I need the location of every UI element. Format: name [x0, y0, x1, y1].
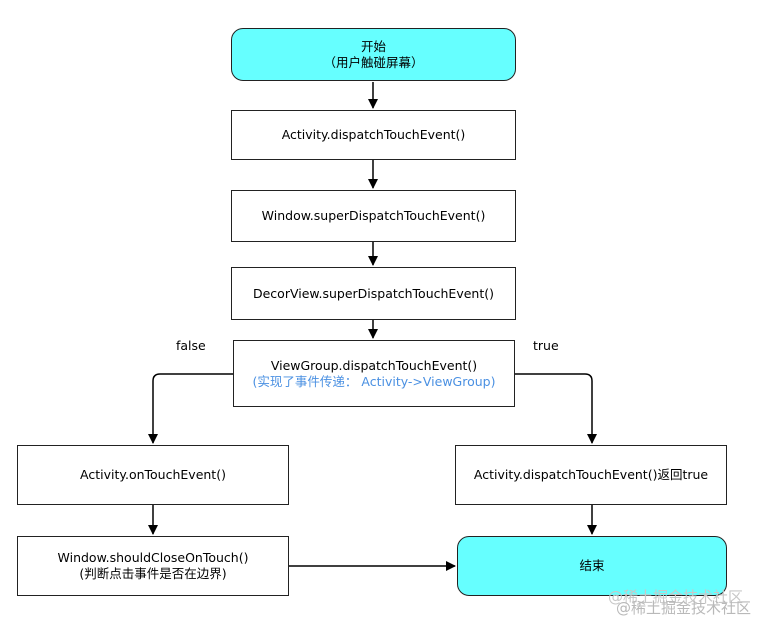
activity-dispatch-node: Activity.dispatchTouchEvent() — [231, 110, 516, 160]
activity-ontouch-label: Activity.onTouchEvent() — [80, 467, 226, 482]
window-super-dispatch-node: Window.superDispatchTouchEvent() — [231, 190, 516, 242]
window-should-close-node: Window.shouldCloseOnTouch() (判断点击事件是否在边界… — [17, 536, 289, 596]
end-label: 结束 — [579, 558, 605, 573]
activity-return-true-label: Activity.dispatchTouchEvent()返回true — [473, 467, 709, 482]
start-subtitle: （用户触碰屏幕） — [323, 54, 424, 70]
start-title: 开始 — [360, 38, 386, 54]
false-branch-label: false — [176, 338, 206, 353]
decorview-super-dispatch-label: DecorView.superDispatchTouchEvent() — [252, 285, 494, 301]
window-super-dispatch-label: Window.superDispatchTouchEvent() — [261, 208, 486, 223]
end-node: 结束 — [457, 536, 727, 596]
window-should-close-label: Window.shouldCloseOnTouch() — [57, 550, 249, 565]
watermark-line2: @稀土掘金技术社区 — [615, 599, 751, 617]
viewgroup-dispatch-note: (实现了事件传递： Activity->ViewGroup) — [252, 373, 496, 389]
start-node: 开始 （用户触碰屏幕） — [231, 28, 516, 81]
viewgroup-dispatch-label: ViewGroup.dispatchTouchEvent() — [270, 357, 478, 373]
arrow-true-branch — [515, 373, 597, 444]
true-branch-label: true — [533, 338, 559, 353]
activity-return-true-node: Activity.dispatchTouchEvent()返回true — [455, 445, 727, 505]
decorview-super-dispatch-node: DecorView.superDispatchTouchEvent() — [231, 267, 516, 320]
watermark-line1: @稀土掘金技术社区 — [607, 588, 743, 606]
window-should-close-subtitle: (判断点击事件是否在边界) — [79, 566, 227, 581]
activity-ontouch-node: Activity.onTouchEvent() — [17, 445, 289, 505]
arrow-false-branch — [148, 373, 233, 444]
viewgroup-dispatch-node: ViewGroup.dispatchTouchEvent() (实现了事件传递：… — [233, 340, 515, 407]
activity-dispatch-label: Activity.dispatchTouchEvent() — [281, 127, 466, 142]
